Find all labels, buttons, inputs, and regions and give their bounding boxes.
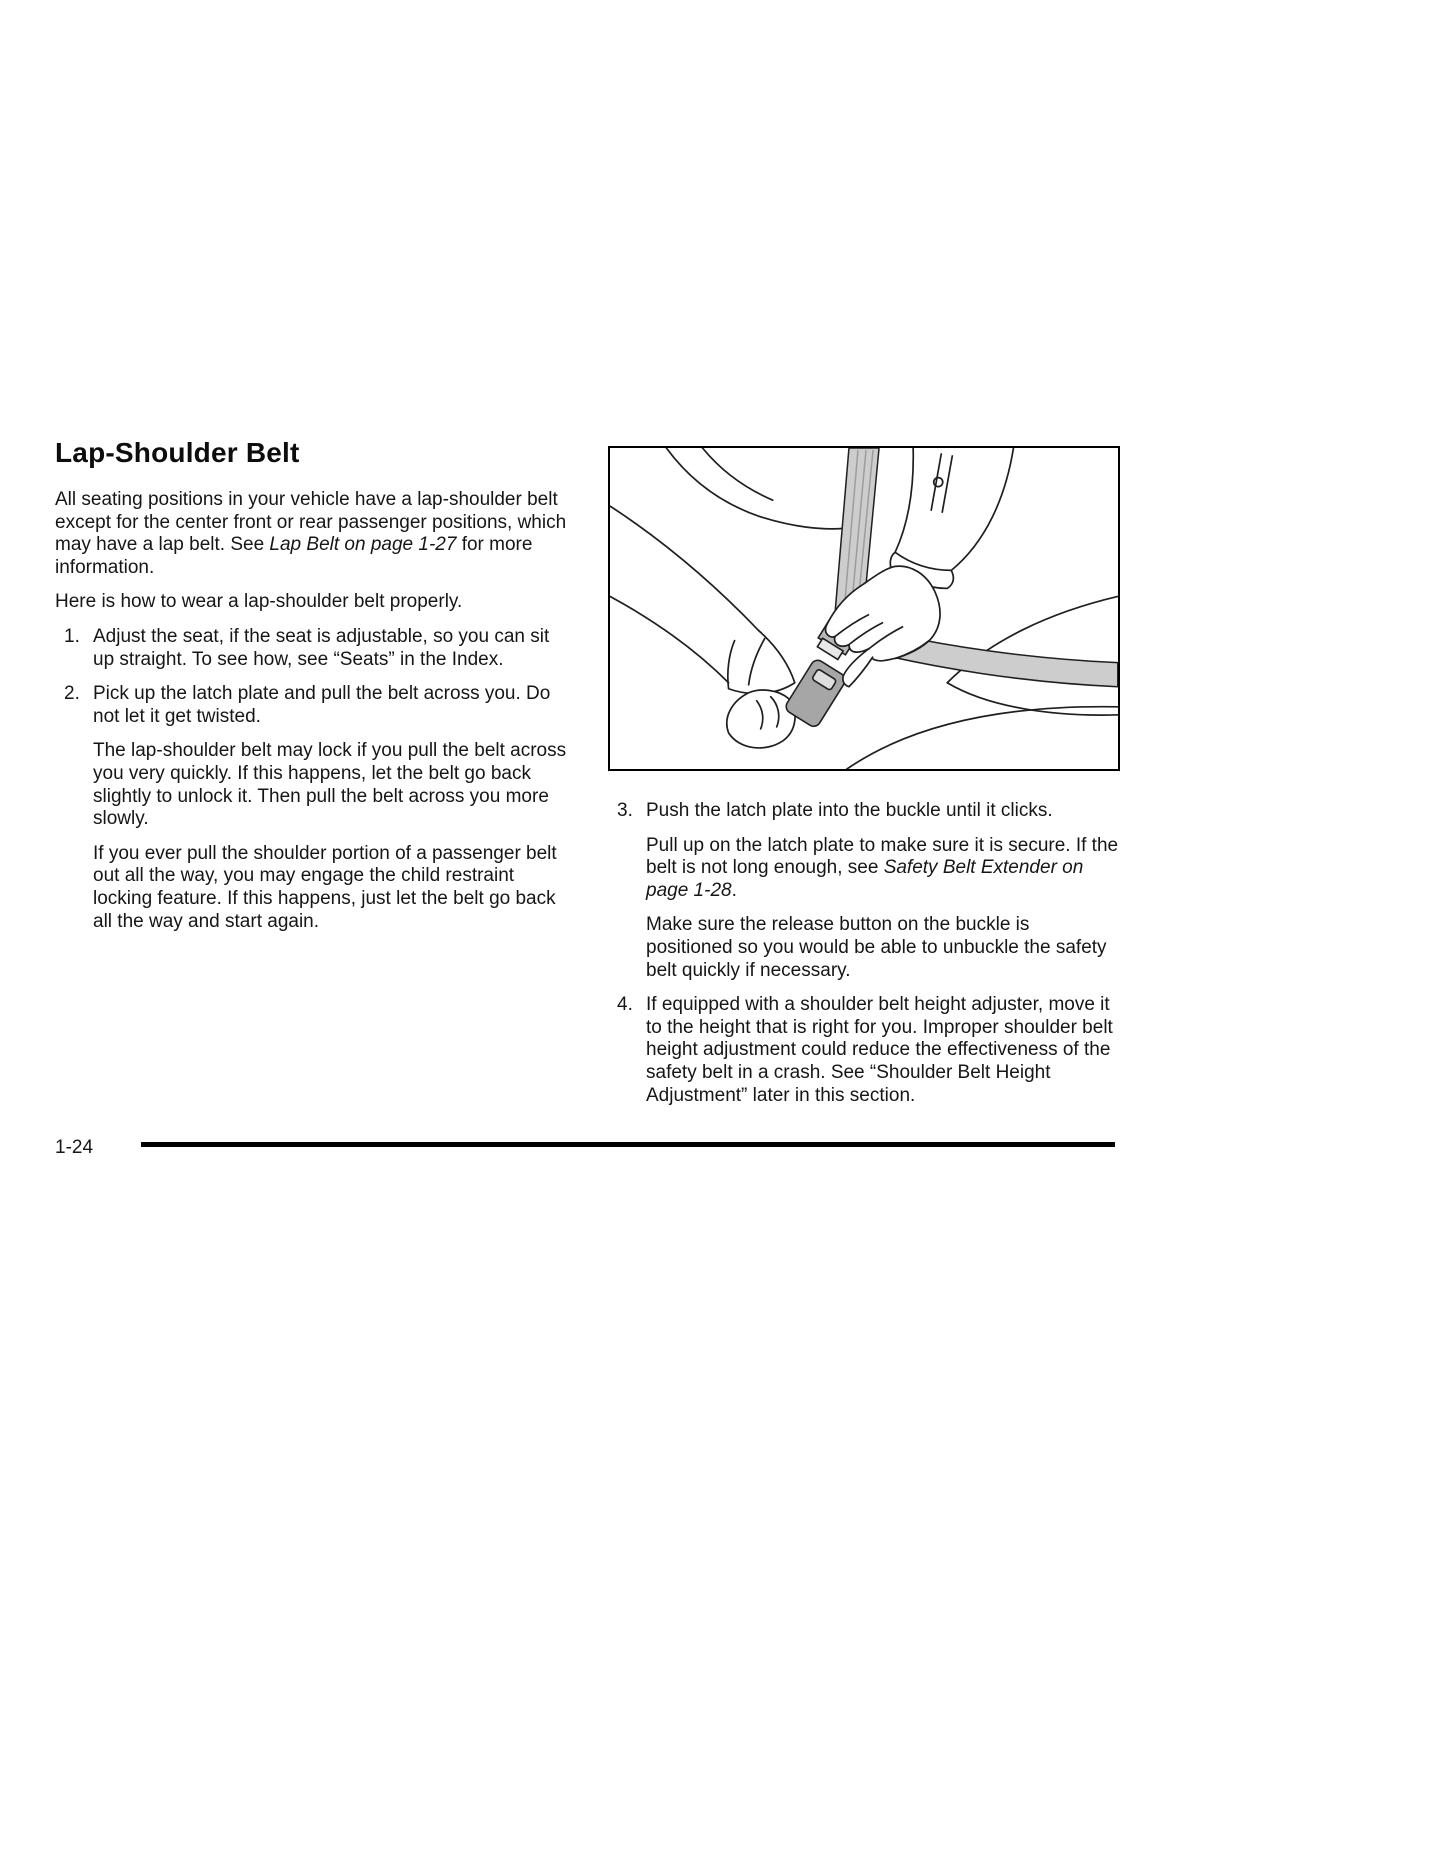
step-1-text: Adjust the seat, if the seat is adjustab… xyxy=(93,625,550,670)
step-1-number: 1. xyxy=(64,625,80,647)
left-column: Lap-Shoulder Belt All seating positions … xyxy=(55,437,571,945)
step-2-number: 2. xyxy=(64,683,80,705)
step-3-note-1-before: Pull up on the latch plate to make sure … xyxy=(646,834,1119,879)
step-4: 4. If equipped with a shoulder belt heig… xyxy=(608,994,1120,1107)
seatbelt-illustration-drawing xyxy=(610,448,1118,769)
step-2: 2. Pick up the latch plate and pull the … xyxy=(55,683,571,728)
page-title: Lap-Shoulder Belt xyxy=(55,437,300,468)
right-column: 3. Push the latch plate into the buckle … xyxy=(608,446,1120,1119)
step-2-note-1: The lap-shoulder belt may lock if you pu… xyxy=(93,740,567,830)
step-2-note-2: If you ever pull the shoulder portion of… xyxy=(93,842,557,932)
step-4-number: 4. xyxy=(617,994,633,1016)
step-4-text: If equipped with a shoulder belt height … xyxy=(646,994,1113,1106)
page-number: 1-24 xyxy=(55,1137,94,1158)
intro-paragraph: All seating positions in your vehicle ha… xyxy=(55,489,571,579)
step-3-number: 3. xyxy=(617,800,633,821)
seatbelt-illustration xyxy=(608,446,1120,771)
intro-text-after: for more information. xyxy=(55,534,533,578)
intro-text-before: All seating positions in your vehicle ha… xyxy=(55,489,567,556)
step-3-note-2: Make sure the release button on the buck… xyxy=(646,914,1107,981)
step-3-text: Push the latch plate into the buckle unt… xyxy=(646,800,1053,821)
step-3-note-1-after: . xyxy=(731,879,737,901)
step-2-text: Pick up the latch plate and pull the bel… xyxy=(93,683,551,727)
lead-paragraph: Here is how to wear a lap-shoulder belt … xyxy=(55,591,463,613)
hand xyxy=(824,565,941,688)
footer-rule xyxy=(141,1142,1115,1147)
step-3: 3. Push the latch plate into the buckle … xyxy=(608,800,1120,823)
step-3-note-1: Pull up on the latch plate to make sure … xyxy=(608,835,1120,903)
step-1: 1. Adjust the seat, if the seat is adjus… xyxy=(55,626,571,671)
intro-cross-reference: Lap Belt on page 1-27 xyxy=(269,534,457,556)
step-3-cross-reference: Safety Belt Extender on page 1-28 xyxy=(646,857,1084,901)
